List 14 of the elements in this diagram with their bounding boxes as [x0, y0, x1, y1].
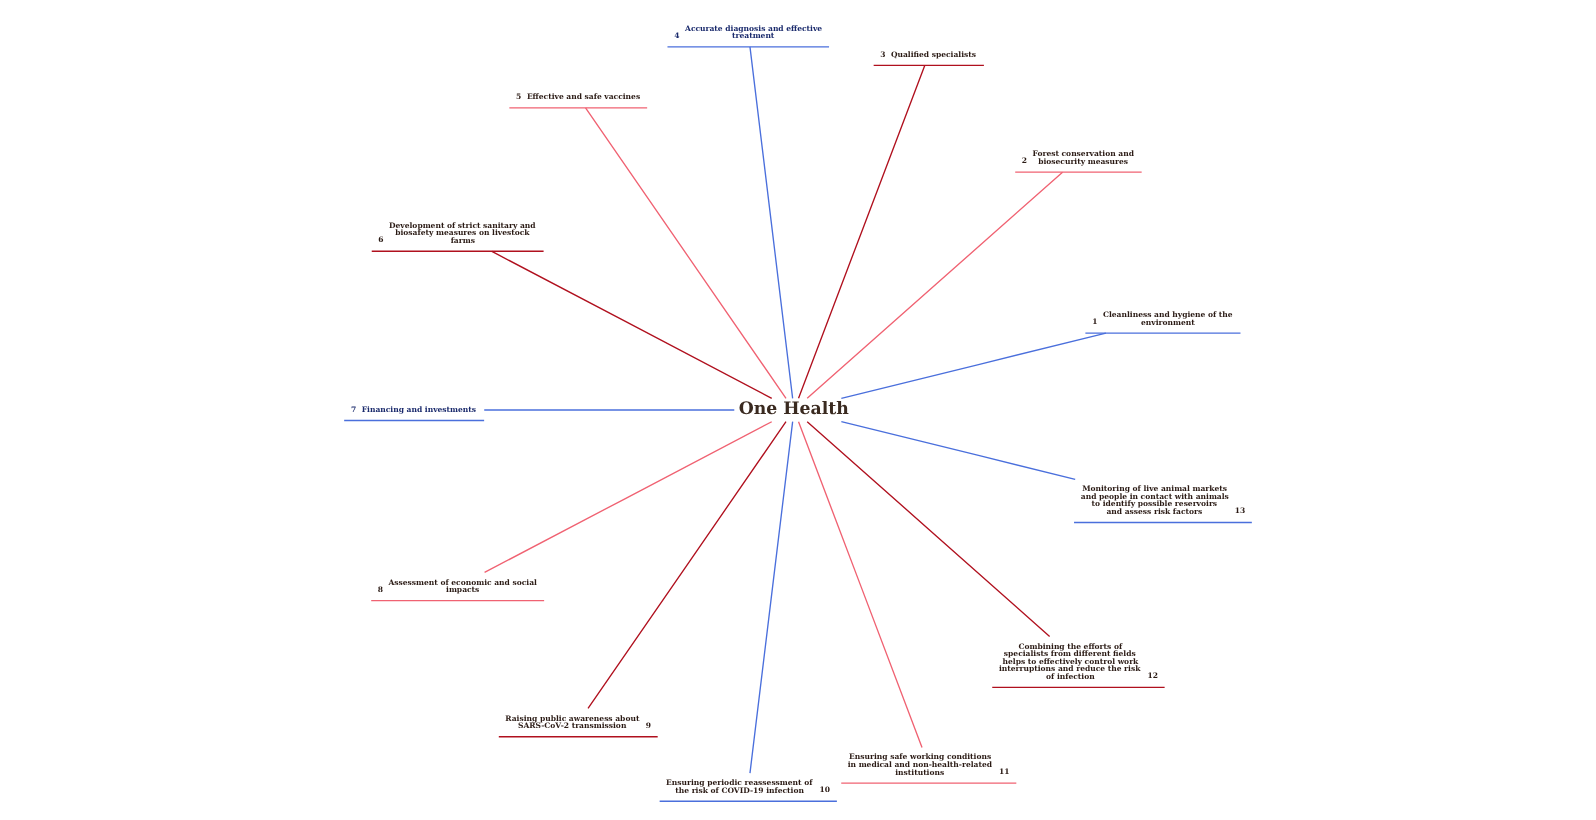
connector — [483, 409, 735, 411]
connector — [806, 171, 1064, 400]
connector — [491, 250, 773, 399]
connector — [840, 332, 1107, 400]
connector — [840, 420, 1076, 480]
connector — [797, 421, 923, 749]
connector — [587, 421, 787, 710]
connector — [806, 420, 1051, 638]
connector — [584, 107, 787, 399]
connector — [749, 46, 794, 399]
connector — [797, 64, 926, 399]
connector — [749, 421, 794, 774]
connector — [483, 421, 773, 574]
node-text: One Health — [738, 399, 849, 420]
